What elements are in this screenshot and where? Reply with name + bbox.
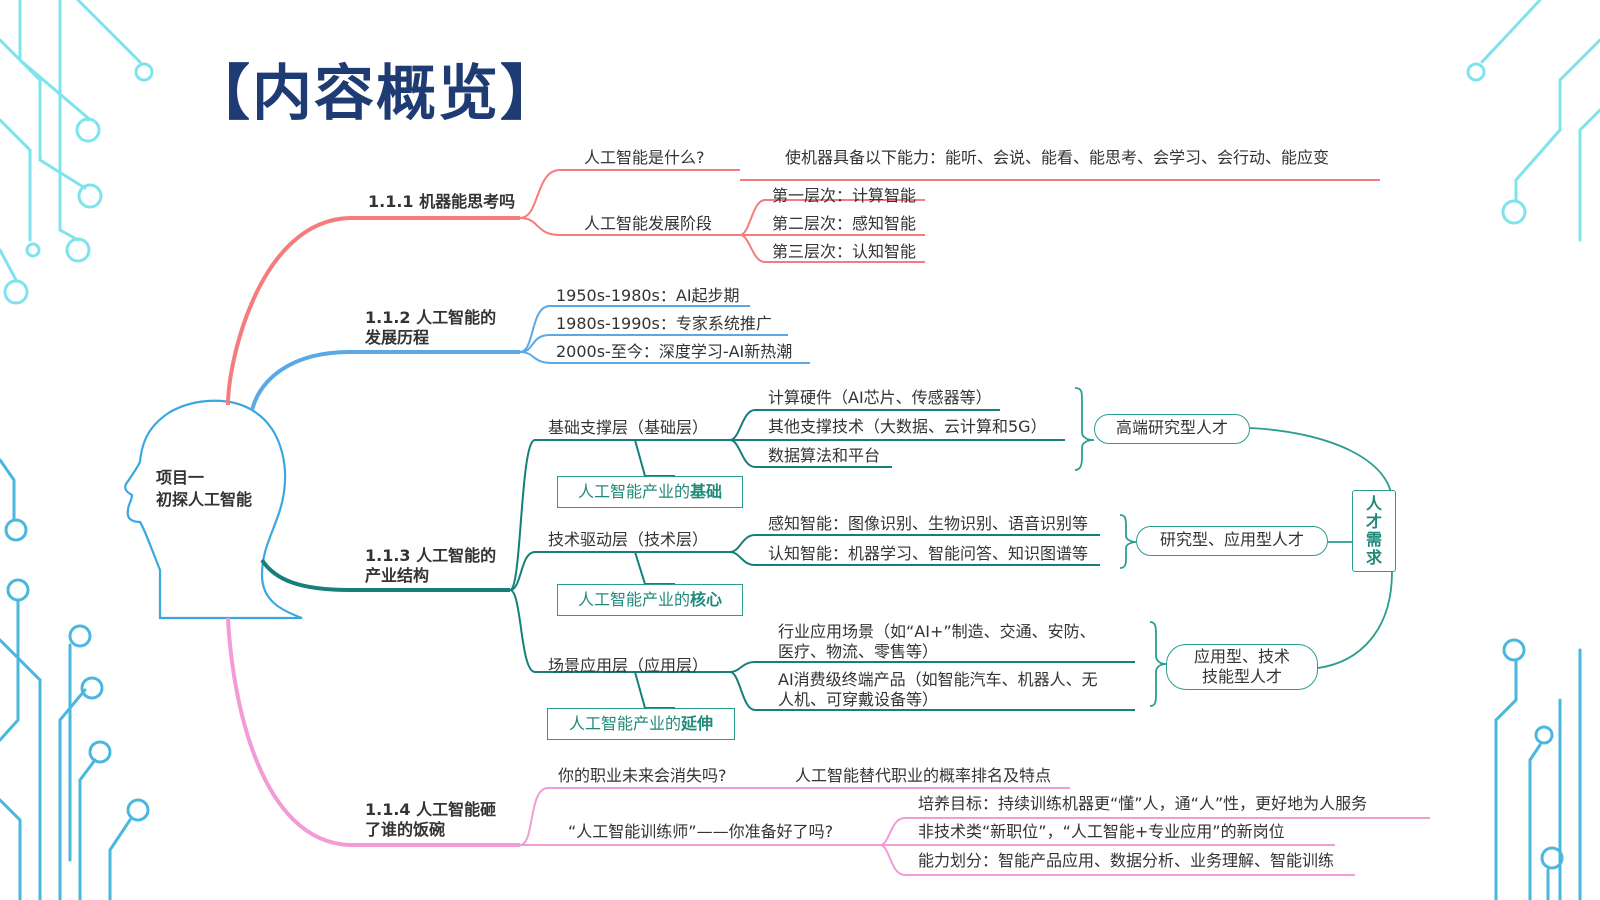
b2-item-1: 1950s-1980s：AI起步期 bbox=[556, 286, 740, 305]
talent-1-pill: 高端研究型人才 bbox=[1094, 414, 1250, 444]
b3-layer-3-note: 人工智能产业的延伸 bbox=[547, 708, 735, 740]
b3-layer-1-item-1: 计算硬件（AI芯片、传感器等） bbox=[768, 388, 992, 407]
branch-1-label: 1.1.1 机器能思考吗 bbox=[368, 192, 516, 211]
b1-question-2: 人工智能发展阶段 bbox=[584, 214, 713, 233]
b3-layer-3-item-1-line2: 医疗、物流、零售等） bbox=[778, 642, 939, 661]
b3-layer-3-note-bold: 延伸 bbox=[681, 714, 714, 733]
branch-3-label-line1: 1.1.3 人工智能的 bbox=[365, 546, 497, 565]
branch-2-label-line2: 发展历程 bbox=[365, 328, 430, 347]
b1-stage-1: 第一层次：计算智能 bbox=[772, 186, 917, 205]
talent-3-line2: 技能型人才 bbox=[1201, 667, 1282, 686]
b3-layer-1: 基础支撑层（基础层） bbox=[548, 418, 709, 437]
talent-demand-label: 人才需求 bbox=[1352, 490, 1396, 572]
b3-layer-2-note-prefix: 人工智能产业的 bbox=[577, 590, 690, 609]
b2-item-3: 2000s-至今：深度学习-AI新热潮 bbox=[556, 342, 793, 361]
b1-question-1-answer: 使机器具备以下能力：能听、会说、能看、能思考、会学习、会行动、能应变 bbox=[785, 148, 1330, 167]
circuit-decoration-right bbox=[1466, 0, 1600, 900]
circuit-decoration-left bbox=[0, 0, 154, 900]
talent-3-pill: 应用型、技术 技能型人才 bbox=[1166, 644, 1318, 690]
talent-2-pill: 研究型、应用型人才 bbox=[1136, 526, 1328, 556]
b3-layer-2-item-2: 认知智能：机器学习、智能问答、知识图谱等 bbox=[768, 544, 1089, 563]
b3-layer-1-note-prefix: 人工智能产业的 bbox=[577, 482, 690, 501]
b1-stage-3: 第三层次：认知智能 bbox=[772, 242, 917, 261]
talent-3-line1: 应用型、技术 bbox=[1193, 647, 1290, 666]
branch-1-connectors bbox=[226, 169, 1380, 406]
b3-layer-2-note-bold: 核心 bbox=[690, 590, 723, 609]
center-label-line2: 初探人工智能 bbox=[156, 490, 253, 509]
b3-layer-3: 场景应用层（应用层） bbox=[548, 656, 709, 675]
head-outline bbox=[124, 399, 303, 620]
b4-q2-item-1: 培养目标：持续训练机器更“懂”人，通“人”性，更好地为人服务 bbox=[918, 794, 1368, 813]
b3-layer-2-item-1: 感知智能：图像识别、生物识别、语音识别等 bbox=[768, 514, 1089, 533]
b2-item-2: 1980s-1990s：专家系统推广 bbox=[556, 314, 772, 333]
b3-layer-3-note-prefix: 人工智能产业的 bbox=[568, 714, 681, 733]
branch-4-label-line1: 1.1.4 人工智能砸 bbox=[365, 800, 497, 819]
b3-layer-1-note-bold: 基础 bbox=[690, 482, 723, 501]
b4-question-2: “人工智能训练师”——你准备好了吗? bbox=[568, 822, 834, 841]
b4-q2-item-2: 非技术类“新职位”，“人工智能+专业应用”的新岗位 bbox=[918, 822, 1285, 841]
branch-4-connectors bbox=[226, 617, 1430, 876]
b3-layer-2-note: 人工智能产业的核心 bbox=[557, 584, 743, 616]
page-title: 【内容概览】 bbox=[190, 59, 562, 129]
b3-layer-3-item-2-line2: 人机、可穿戴设备等） bbox=[778, 690, 939, 709]
b1-question-1: 人工智能是什么? bbox=[584, 148, 705, 167]
b1-stage-2: 第二层次：感知智能 bbox=[772, 214, 917, 233]
branch-2-connectors bbox=[250, 305, 810, 411]
branch-4-label-line2: 了谁的饭碗 bbox=[365, 820, 446, 839]
branch-2-label-line1: 1.1.2 人工智能的 bbox=[365, 308, 497, 327]
b3-layer-1-item-3: 数据算法和平台 bbox=[768, 446, 881, 465]
b4-question-1: 你的职业未来会消失吗? bbox=[558, 766, 727, 785]
b4-q2-item-3: 能力划分：智能产品应用、数据分析、业务理解、智能训练 bbox=[918, 851, 1335, 870]
branch-3-label-line2: 产业结构 bbox=[365, 566, 430, 585]
b3-layer-3-item-2-line1: AI消费级终端产品（如智能汽车、机器人、无 bbox=[778, 670, 1098, 689]
b4-question-1-answer: 人工智能替代职业的概率排名及特点 bbox=[795, 766, 1052, 785]
b3-layer-3-item-1-line1: 行业应用场景（如“AI+”制造、交通、安防、 bbox=[778, 622, 1096, 641]
b3-layer-1-item-2: 其他支撑技术（大数据、云计算和5G） bbox=[768, 417, 1047, 436]
center-label-line1: 项目一 bbox=[156, 468, 205, 487]
b3-layer-1-note: 人工智能产业的基础 bbox=[557, 476, 743, 508]
b3-layer-2: 技术驱动层（技术层） bbox=[548, 530, 709, 549]
